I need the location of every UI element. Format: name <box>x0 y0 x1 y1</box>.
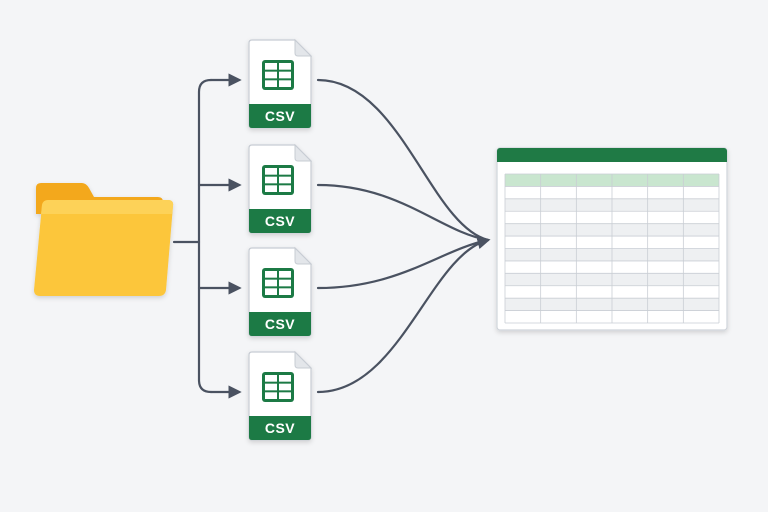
csv-file-icon: CSV <box>248 143 313 234</box>
csv-file-icon: CSV <box>248 350 313 441</box>
spreadsheet-table-icon <box>496 147 728 331</box>
csv-file-icon: CSV <box>248 246 313 337</box>
csv-files: CSV CSV CSV CSV <box>248 38 313 441</box>
folder-icon <box>34 183 174 296</box>
csv-file-label: CSV <box>265 213 295 229</box>
merge-curve-2 <box>316 183 490 242</box>
connector-spine <box>197 78 213 394</box>
merge-curve-3 <box>316 238 490 290</box>
csv-file-label: CSV <box>265 316 295 332</box>
merge-curve-4 <box>316 236 491 394</box>
csv-file-label: CSV <box>265 420 295 436</box>
branch-connectors <box>172 73 242 399</box>
spreadsheet-grid <box>504 173 720 324</box>
csv-file-icon: CSV <box>248 38 313 129</box>
merge-curve-1 <box>316 78 490 242</box>
csv-file-label: CSV <box>265 108 295 124</box>
merge-connectors <box>316 78 491 394</box>
